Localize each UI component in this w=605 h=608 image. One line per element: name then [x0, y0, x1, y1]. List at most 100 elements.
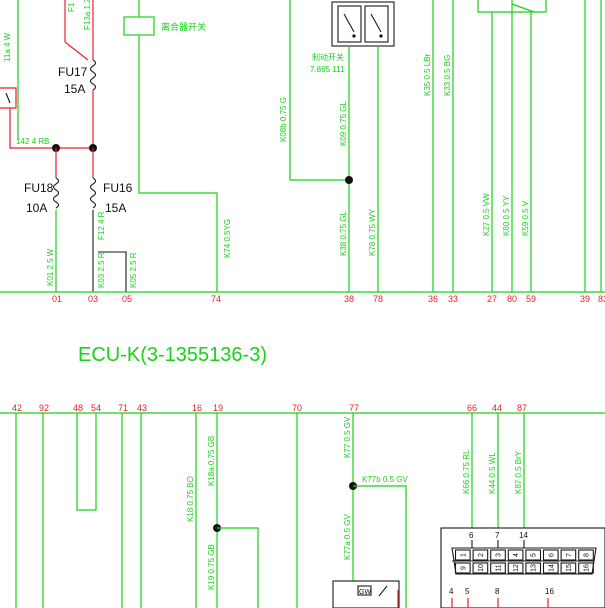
- fuse-fu16-rating: 15A: [105, 201, 126, 215]
- connector-top-label: 7: [495, 531, 500, 540]
- obd-pin-number: 11: [496, 564, 503, 571]
- brake-switch-outer: [331, 1, 395, 47]
- obd-pin-cell: [578, 562, 594, 574]
- wire-label-f12: F12 4 R: [97, 211, 106, 240]
- wire-label-k01: K01 2.5 W: [46, 248, 55, 286]
- obd-pin-number: 15: [566, 564, 573, 572]
- fuse-fu17-name: FU17: [58, 65, 88, 79]
- wire-label-k09: K09 0.75 GL: [339, 101, 348, 146]
- obd-pin-cell: [507, 549, 524, 561]
- pin-number: 03: [88, 294, 98, 304]
- fuse-fu16-name: FU16: [103, 181, 133, 195]
- pin-number: 54: [91, 403, 101, 413]
- fuse-fu17-symbol: [89, 59, 97, 91]
- wire-label-k08b: K08b 0.75 G: [279, 97, 288, 142]
- obd-pin-cell: [454, 549, 471, 561]
- wire-label-k74: K74 0.5YG: [223, 219, 232, 258]
- obd-pin-cell: [490, 562, 506, 574]
- obd-pin-number: 1: [460, 553, 467, 557]
- pin-number: 19: [213, 403, 223, 413]
- clutch-switch-label: 离合器开关: [161, 21, 206, 32]
- wire-label-k78: K78 0.75 WY: [368, 208, 377, 256]
- pin-number: 83: [598, 294, 605, 304]
- obd-pin-number: 8: [584, 553, 591, 557]
- left-component-box: [0, 87, 17, 109]
- pin-number: 38: [344, 294, 354, 304]
- obd-pin-number: 2: [478, 553, 485, 557]
- pin-number: 43: [137, 403, 147, 413]
- pin-number: 33: [448, 294, 458, 304]
- obd-pin-cell: [578, 549, 594, 561]
- wire-label-k80: K80 0.5 YY: [502, 195, 511, 236]
- brake-switch-label: 制动开关: [312, 52, 344, 62]
- brake-switch-blade-1: [343, 13, 355, 33]
- obd-pin-cell: [525, 562, 542, 574]
- pin-number: 80: [507, 294, 517, 304]
- junction-dot: [345, 176, 353, 184]
- obd-pin-cell: [542, 562, 559, 574]
- obd-pin-cell: [542, 549, 559, 561]
- brake-switch-contact-2: [364, 5, 389, 43]
- fuse-fu18-rating: 10A: [26, 201, 47, 215]
- wire-label-k44: K44 0.5 WL: [488, 452, 497, 494]
- obd-pin-number: 5: [531, 553, 538, 557]
- wire-loop-48-54: [76, 413, 97, 511]
- brake-switch-contact-1: [337, 5, 362, 43]
- wire-label-k35: K35 0.5 LBr: [423, 53, 432, 96]
- wire-label-k05: K05 2.5 R: [129, 252, 138, 288]
- pin-number: 74: [211, 294, 221, 304]
- wire-label-f13: F13a 1.2: [83, 0, 92, 30]
- wire-label-k38: K38 0.75 GL: [339, 211, 348, 256]
- pin-number: 78: [373, 294, 383, 304]
- obd-pin-number: 12: [513, 564, 520, 572]
- wire-142: [9, 108, 93, 149]
- wire-label-k27: K27 0.5 VW: [482, 193, 491, 236]
- obd-pin-number: 9: [460, 566, 467, 570]
- switch-terminal: [379, 34, 383, 38]
- obd-pin-number: 10: [478, 564, 485, 572]
- relay-label: GW: [359, 589, 371, 596]
- wire-k77b: [353, 485, 407, 608]
- obd-pin-cell: [525, 549, 542, 561]
- wire-label-k87: K87 0.5 BrY: [514, 450, 523, 494]
- brake-switch-code: 7.865 111: [310, 65, 345, 74]
- fuse-fu17-rating: 15A: [64, 82, 85, 96]
- connector-bottom-label: 5: [465, 587, 470, 596]
- pin-number: 59: [526, 294, 536, 304]
- relay-contact: [378, 585, 388, 597]
- relay-box: [332, 580, 400, 608]
- pin-number: 42: [12, 403, 22, 413]
- wire-label-142: 142 4 RB: [16, 137, 49, 146]
- wire-k18a-branch: [217, 527, 259, 608]
- pin-number: 01: [52, 294, 62, 304]
- pin-number: 39: [580, 294, 590, 304]
- pin-number: 48: [73, 403, 83, 413]
- connector-top-label: 6: [469, 531, 474, 540]
- pin-number: 36: [428, 294, 438, 304]
- wire-label-k77b: K77b 0.5 GV: [362, 475, 408, 484]
- pin-number: 71: [118, 403, 128, 413]
- diagnostic-connector-frame: [440, 527, 605, 608]
- obd-pin-cell: [560, 562, 577, 574]
- obd-connector-body: [451, 547, 597, 575]
- connector-bottom-label: 8: [495, 587, 500, 596]
- pin-number: 77: [349, 403, 359, 413]
- component-mark: [511, 3, 535, 13]
- wire-label-k03: K03 2.5 R: [97, 252, 106, 288]
- obd-pin-cell: [560, 549, 577, 561]
- switch-terminal: [352, 34, 356, 38]
- fuse-fu16-symbol: [89, 177, 97, 209]
- wire-label-k18a: K18a 0.75 GB: [207, 436, 216, 486]
- pin-number: 92: [39, 403, 49, 413]
- pin-number: 27: [487, 294, 497, 304]
- wire-label-11a: 11a 4 W: [3, 32, 12, 62]
- wire-label-k66: K66 0.75 RL: [462, 449, 471, 494]
- obd-pin-number: 4: [513, 553, 520, 557]
- pin-number: 87: [517, 403, 527, 413]
- pin-number: 44: [492, 403, 502, 413]
- obd-pin-cell: [472, 549, 489, 561]
- pin-number: 70: [292, 403, 302, 413]
- pin-number: 05: [122, 294, 132, 304]
